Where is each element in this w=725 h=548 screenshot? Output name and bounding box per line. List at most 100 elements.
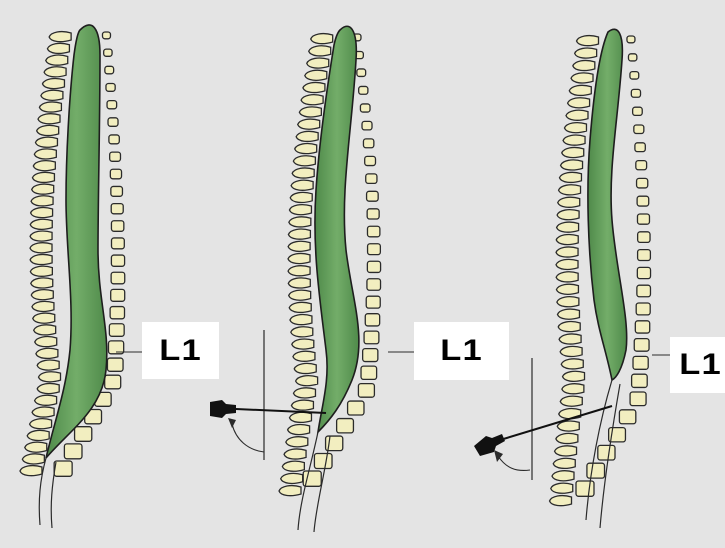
spinous-process — [562, 384, 584, 394]
spinous-process — [301, 95, 323, 105]
spinous-process — [552, 471, 574, 481]
spinous-process — [296, 131, 318, 141]
vertebral-body — [364, 331, 379, 344]
spinous-process — [557, 210, 579, 220]
spinous-process — [35, 137, 57, 147]
vertebral-body — [110, 152, 121, 161]
spinous-process — [288, 241, 310, 251]
spinous-process — [288, 229, 310, 239]
vertebral-body — [111, 272, 125, 284]
spinous-process — [279, 486, 301, 496]
spinous-process — [556, 433, 578, 443]
vertebral-body — [106, 83, 115, 91]
vertebral-body — [636, 161, 647, 170]
spinous-process — [22, 454, 44, 464]
vertebral-body — [109, 324, 124, 337]
vertebral-body — [361, 366, 377, 379]
vertebral-body — [314, 454, 332, 469]
vertebral-body — [627, 36, 635, 43]
spinous-process — [47, 43, 69, 53]
spinous-process — [291, 180, 313, 190]
spinous-process — [31, 196, 53, 206]
spinous-process — [575, 48, 597, 58]
spinous-process — [290, 192, 312, 202]
spinous-process — [558, 322, 580, 332]
vertebral-body — [367, 191, 379, 201]
vertebral-body — [368, 244, 381, 255]
vertebral-body — [576, 481, 594, 496]
vertebral-body — [630, 72, 639, 79]
spinous-process — [35, 337, 57, 347]
spinous-process — [289, 217, 311, 227]
spinous-process — [288, 266, 310, 276]
spinous-process — [289, 205, 311, 215]
spinous-process — [556, 235, 578, 245]
spinous-process — [560, 396, 582, 406]
spinous-process — [563, 371, 585, 381]
spinous-process — [556, 284, 578, 294]
vertebral-body — [358, 384, 374, 398]
spinous-process — [30, 254, 52, 264]
l1-label-text: L1 — [440, 334, 483, 368]
spinous-process — [556, 259, 578, 269]
vertebral-body — [634, 125, 644, 134]
spinous-process — [293, 351, 315, 361]
vertebral-body — [367, 261, 380, 272]
vertebral-body — [635, 143, 645, 152]
spinous-process — [44, 67, 66, 77]
spinous-process — [27, 430, 49, 440]
vertebral-body — [636, 303, 650, 315]
vertebral-body — [362, 121, 372, 129]
spinous-process — [289, 290, 311, 300]
vertebral-body — [360, 104, 370, 112]
vertebral-body — [111, 204, 123, 214]
spinous-process — [30, 243, 52, 253]
spinous-process — [564, 123, 586, 133]
spinous-process — [37, 360, 59, 370]
vertebral-body — [104, 49, 112, 56]
spinous-process — [559, 334, 581, 344]
spinous-process — [551, 483, 573, 493]
vertebral-body — [110, 169, 121, 179]
vertebral-body — [633, 107, 643, 115]
vertebral-body — [107, 101, 117, 109]
vertebral-body — [363, 139, 373, 148]
spinous-process — [30, 231, 52, 241]
spinous-process — [568, 98, 590, 108]
spinous-process — [49, 32, 71, 42]
vertebral-body — [111, 255, 124, 266]
spinous-process — [560, 346, 582, 356]
spinous-process — [46, 55, 68, 65]
spinous-process — [558, 197, 580, 207]
vertebral-body — [630, 392, 646, 406]
vertebral-body — [619, 410, 635, 424]
spinous-process — [30, 219, 52, 229]
spinous-process — [31, 290, 53, 300]
vertebral-body — [598, 445, 615, 460]
vertebral-body — [366, 174, 377, 184]
vertebral-body — [634, 339, 649, 352]
spinous-process — [563, 135, 585, 145]
spinous-process — [42, 79, 64, 89]
vertebral-body — [367, 226, 379, 237]
vertebral-body — [111, 221, 123, 232]
spinous-process — [36, 348, 58, 358]
spinous-process — [292, 339, 314, 349]
spinous-process — [289, 302, 311, 312]
vertebral-body — [587, 463, 605, 478]
spinous-process — [291, 327, 313, 337]
spinous-process — [292, 168, 314, 178]
spinous-process — [299, 107, 321, 117]
spinous-process — [557, 297, 579, 307]
spinous-process — [305, 70, 327, 80]
spinous-process — [31, 278, 53, 288]
vertebral-body — [54, 461, 72, 476]
vertebral-body — [111, 186, 123, 196]
vertebral-body — [365, 314, 379, 326]
vertebral-body — [112, 238, 125, 249]
vertebral-body — [64, 444, 82, 459]
spinous-process — [289, 412, 311, 422]
spinous-process — [561, 160, 583, 170]
vertebral-body — [108, 118, 118, 127]
